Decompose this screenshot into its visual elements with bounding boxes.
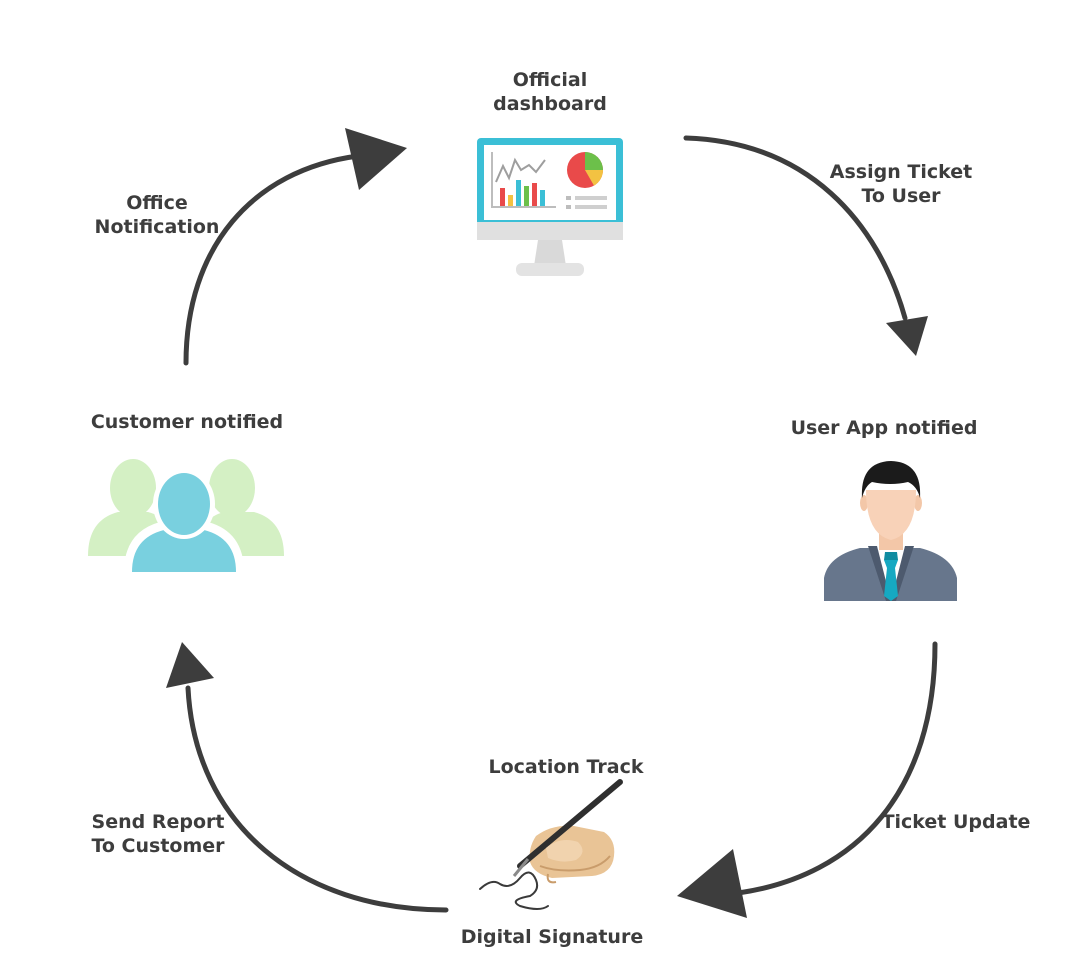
- businessman-icon: [824, 461, 957, 601]
- customer-group-icon: [88, 459, 284, 572]
- edge-assign-ticket-line-1: Assign Ticket: [829, 161, 973, 183]
- node-user-app-title: User App notified: [790, 417, 978, 439]
- edge-assign-ticket-line-2: To User: [861, 185, 941, 207]
- node-signature-subtitle: Location Track: [488, 756, 644, 778]
- node-customer-title: Customer notified: [90, 411, 284, 433]
- edge-ticket-update-label: Ticket Update: [881, 811, 1031, 833]
- arrow-assign-ticket: [683, 135, 928, 356]
- node-dashboard-title-line-1: Official: [512, 69, 588, 91]
- edge-send-report-label: Send Report To Customer: [76, 810, 240, 858]
- edge-assign-ticket-label: Assign Ticket To User: [816, 160, 986, 208]
- node-dashboard-title: Official dashboard: [470, 68, 630, 116]
- arrow-send-report: [166, 642, 449, 913]
- edge-office-notification-line-1: Office: [126, 192, 188, 214]
- dashboard-monitor-icon: [477, 138, 623, 276]
- edge-office-notification-line-2: Notification: [94, 216, 220, 238]
- edge-office-notification-label: Office Notification: [82, 191, 232, 239]
- edge-send-report-line-1: Send Report: [91, 811, 225, 833]
- cycle-arrows: [166, 128, 938, 918]
- arrow-ticket-update: [677, 641, 938, 918]
- edge-send-report-line-2: To Customer: [91, 835, 225, 857]
- signing-hand-icon: [479, 779, 623, 910]
- arrow-office-notification: [183, 128, 407, 366]
- node-signature-title: Digital Signature: [460, 926, 644, 948]
- node-dashboard-title-line-2: dashboard: [493, 93, 607, 115]
